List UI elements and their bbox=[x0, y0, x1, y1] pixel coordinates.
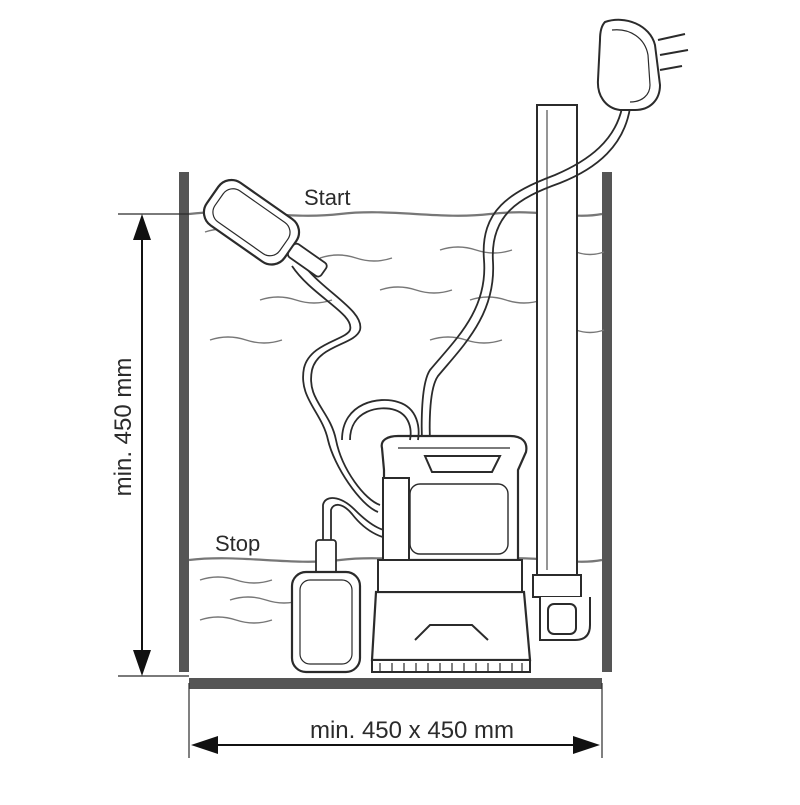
height-dimension-label: min. 450 mm bbox=[110, 358, 137, 497]
float-switch-upper bbox=[202, 178, 381, 513]
submersible-pump bbox=[341, 399, 532, 673]
height-dimension: min. 450 mm bbox=[110, 213, 189, 677]
power-plug-icon bbox=[596, 18, 689, 111]
shaft-right-wall bbox=[602, 172, 612, 672]
float-cable-upper bbox=[299, 259, 381, 506]
stop-level-label: Stop bbox=[215, 531, 260, 556]
shaft bbox=[179, 172, 612, 689]
shaft-left-wall bbox=[179, 172, 189, 672]
discharge-pipe bbox=[532, 104, 591, 641]
base-dimension: min. 450 x 450 mm bbox=[188, 683, 603, 758]
base-dimension-label: min. 450 x 450 mm bbox=[310, 717, 514, 744]
shaft-floor bbox=[189, 678, 602, 689]
start-level-label: Start bbox=[304, 185, 350, 210]
power-cord bbox=[420, 107, 631, 471]
